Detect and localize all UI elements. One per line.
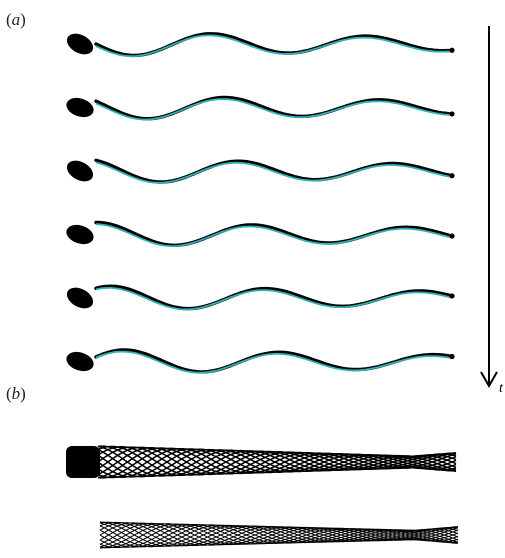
sperm-head: [63, 156, 96, 185]
panel-a-frames: [63, 29, 454, 374]
flagellum-tip: [449, 354, 454, 359]
envelope-observed: [66, 446, 456, 478]
flagellum-observed: [96, 286, 452, 308]
sperm-head: [64, 95, 96, 121]
flagellum-model-fit: [96, 35, 452, 56]
sperm-head: [63, 29, 96, 58]
envelope-head: [66, 446, 100, 478]
envelope-model: [100, 522, 458, 548]
flagellum-tip: [449, 233, 454, 238]
frame-3: [63, 156, 454, 185]
flagellum-tip: [449, 111, 454, 116]
flagellum-tip: [449, 173, 454, 178]
frame-5: [63, 283, 454, 312]
frame-2: [64, 95, 455, 121]
time-arrow: [481, 26, 497, 386]
sperm-head: [64, 222, 96, 248]
frame-4: [64, 222, 455, 248]
flagellum-tip: [449, 48, 454, 53]
frame-1: [63, 29, 454, 58]
time-axis-label: t: [499, 381, 504, 396]
sperm-head: [63, 283, 96, 312]
flagellum-observed: [96, 98, 452, 119]
flagellum-tip: [449, 293, 454, 298]
sperm-head: [64, 349, 96, 375]
frame-6: [64, 349, 455, 375]
